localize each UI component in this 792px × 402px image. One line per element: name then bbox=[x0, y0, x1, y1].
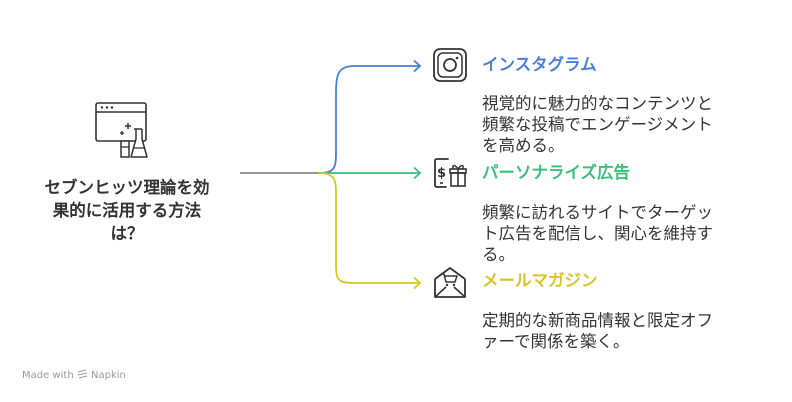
svg-text:$: $ bbox=[437, 166, 446, 181]
arrow-instagram bbox=[413, 59, 422, 73]
branch-title-mail: メールマガジン bbox=[482, 271, 598, 290]
branch-desc-mail: 定期的な新商品情報と限定オフ ァーで関係を築く。 bbox=[482, 311, 713, 351]
branch-desc-ads: 頻繁に訪れるサイトでターゲッ ト広告を配信し、関心を維持す る。 bbox=[482, 203, 713, 264]
envelope-cart-icon bbox=[434, 267, 466, 298]
arrow-ads bbox=[413, 166, 422, 180]
connector-mail bbox=[317, 172, 420, 284]
branch-title-ads: パーソナライズ広告 bbox=[482, 163, 631, 182]
browser-flask-icon bbox=[95, 102, 148, 158]
center-title: セブンヒッツ理論を効 果的に活用する方法 は？ bbox=[44, 178, 210, 243]
mobile-gift-icon: $ bbox=[434, 158, 467, 188]
branch-desc-instagram: 視覚的に魅力的なコンテンツと 頻繁な投稿でエンゲージメント を高める。 bbox=[482, 94, 713, 155]
connector-instagram bbox=[317, 65, 420, 174]
footer-text: Made with bbox=[22, 370, 74, 381]
arrow-mail bbox=[413, 276, 422, 290]
footer-brand: Napkin bbox=[91, 370, 126, 381]
instagram-icon bbox=[433, 48, 467, 82]
made-with-napkin[interactable]: Made with Napkin bbox=[22, 369, 126, 381]
branch-title-instagram: インスタグラム bbox=[482, 55, 597, 74]
napkin-logo-icon bbox=[77, 369, 87, 379]
